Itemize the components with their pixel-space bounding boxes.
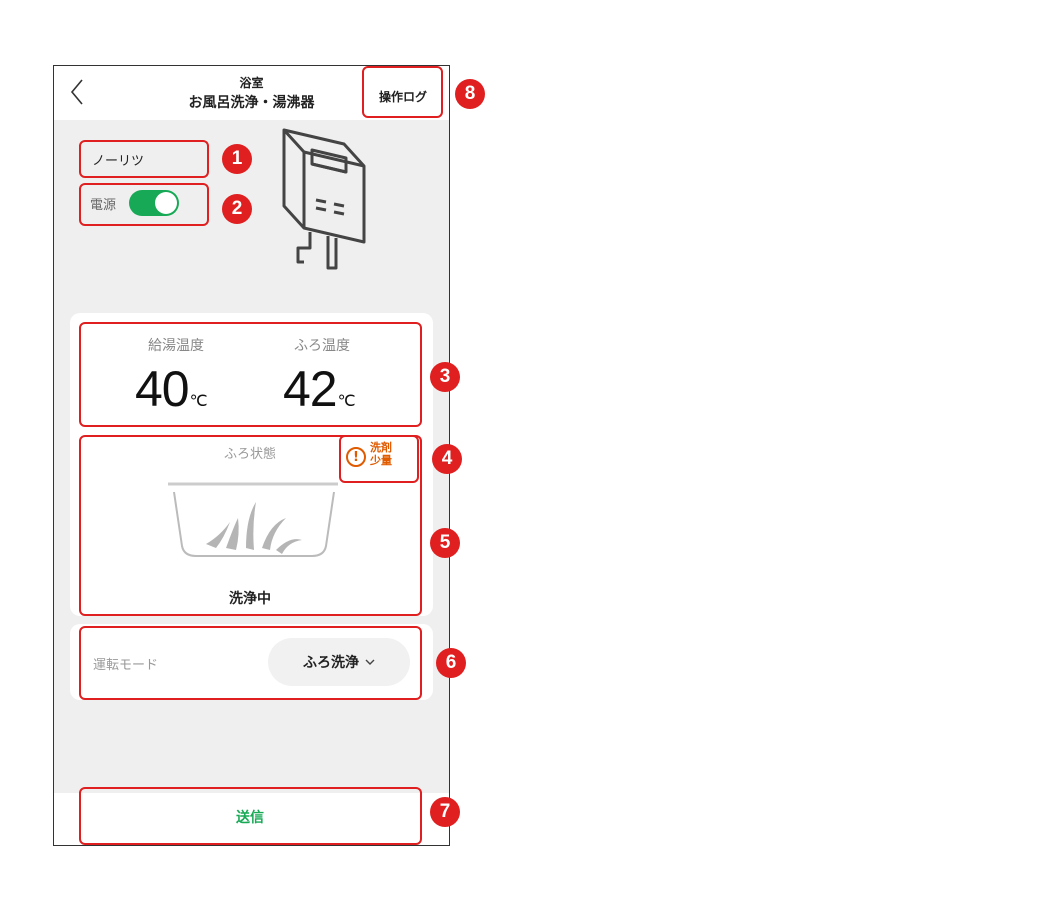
annotation-badge-3: 3: [430, 362, 460, 392]
annotation-box-5: [79, 435, 422, 616]
status-card: [70, 313, 433, 616]
hot-water-temp: 40 ℃: [135, 360, 208, 417]
annotation-box-8: [362, 66, 443, 118]
chevron-down-icon: [365, 659, 375, 665]
annotation-box-2: [79, 183, 209, 226]
mode-select[interactable]: ふろ洗浄: [268, 638, 410, 686]
mode-label: 運転モード: [93, 658, 159, 673]
annotation-box-7: [79, 787, 422, 845]
annotation-box-3: [79, 322, 422, 427]
annotation-box-6: [79, 626, 422, 700]
bath-temp-value: 42: [283, 361, 338, 417]
toggle-knob: [155, 192, 177, 214]
bottom-bar: [54, 793, 449, 845]
send-button[interactable]: 送信: [236, 810, 264, 826]
warning-icon: !: [346, 447, 366, 467]
header-subtitle: 浴室: [239, 76, 264, 90]
power-toggle[interactable]: [129, 190, 179, 216]
annotation-badge-7: 7: [430, 797, 460, 827]
water-heater-icon: [282, 128, 366, 270]
annotation-badge-2: 2: [222, 194, 252, 224]
annotation-badge-6: 6: [436, 648, 466, 678]
hot-water-temp-unit: ℃: [189, 393, 208, 410]
annotation-badge-4: 4: [432, 444, 462, 474]
bath-state-label: ふろ状態: [223, 447, 276, 462]
power-label: 電源: [90, 198, 117, 213]
detergent-warning: 洗剤 少量: [370, 441, 406, 467]
bath-temp-label: ふろ温度: [294, 338, 350, 354]
back-button[interactable]: [66, 76, 90, 108]
bath-temp: 42 ℃: [283, 360, 356, 417]
annotation-box-1: [79, 140, 209, 178]
operation-log-button[interactable]: 操作ログ: [378, 89, 427, 104]
annotation-badge-5: 5: [430, 528, 460, 558]
chevron-left-icon: [70, 79, 83, 105]
brand-label: ノーリツ: [92, 154, 145, 169]
bath-temp-unit: ℃: [337, 393, 356, 410]
hot-water-temp-value: 40: [135, 361, 190, 417]
bathtub-cleaning-icon: [168, 482, 338, 557]
mode-selected-value: ふろ洗浄: [303, 655, 359, 671]
annotation-badge-1: 1: [222, 144, 252, 174]
header-bar: 浴室 お風呂洗浄・湯沸器: [54, 66, 449, 120]
annotation-badge-8: 8: [455, 79, 485, 109]
detergent-warning-line2: 少量: [370, 454, 392, 467]
detergent-warning-line1: 洗剤: [370, 441, 392, 454]
bath-status-text: 洗浄中: [229, 591, 271, 607]
hot-water-temp-label: 給湯温度: [148, 338, 204, 354]
page-title: お風呂洗浄・湯沸器: [188, 95, 315, 111]
